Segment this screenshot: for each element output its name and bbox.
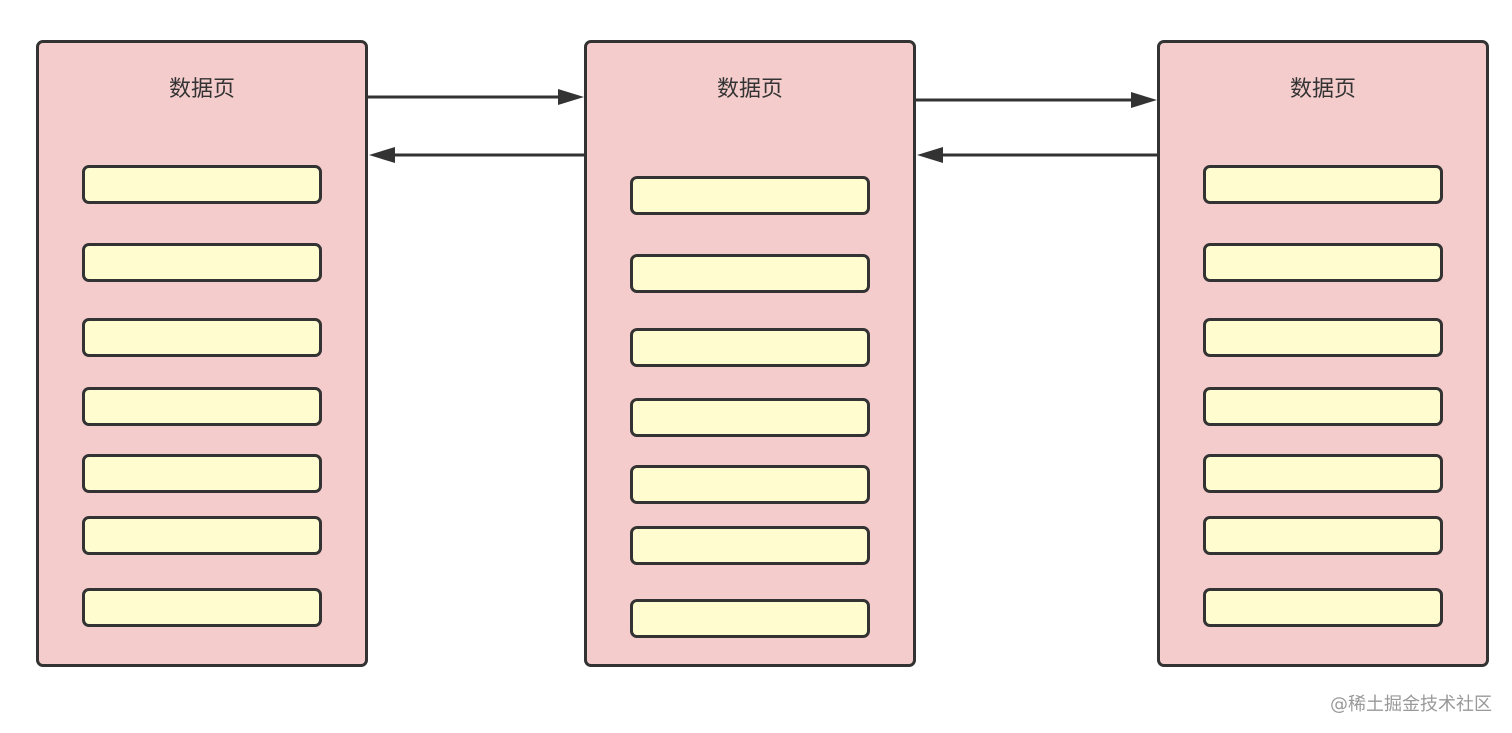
record-row <box>630 398 870 437</box>
record-row <box>82 588 322 627</box>
record-row <box>630 465 870 504</box>
record-row <box>82 318 322 357</box>
record-row <box>82 165 322 204</box>
record-row <box>630 254 870 293</box>
record-row <box>82 387 322 426</box>
record-row <box>1203 387 1443 426</box>
record-row <box>1203 588 1443 627</box>
record-row <box>82 243 322 282</box>
page-title: 数据页 <box>716 77 783 102</box>
record-row <box>630 599 870 638</box>
record-row <box>82 516 322 555</box>
record-row <box>1203 165 1443 204</box>
watermark: @稀土掘金技术社区 <box>1330 694 1492 715</box>
record-row <box>82 454 322 493</box>
page-title: 数据页 <box>1289 77 1356 102</box>
record-row <box>1203 243 1443 282</box>
record-row <box>1203 318 1443 357</box>
page-title: 数据页 <box>168 77 235 102</box>
record-row <box>1203 516 1443 555</box>
record-row <box>1203 454 1443 493</box>
record-row <box>630 176 870 215</box>
record-row <box>630 328 870 367</box>
record-row <box>630 526 870 565</box>
